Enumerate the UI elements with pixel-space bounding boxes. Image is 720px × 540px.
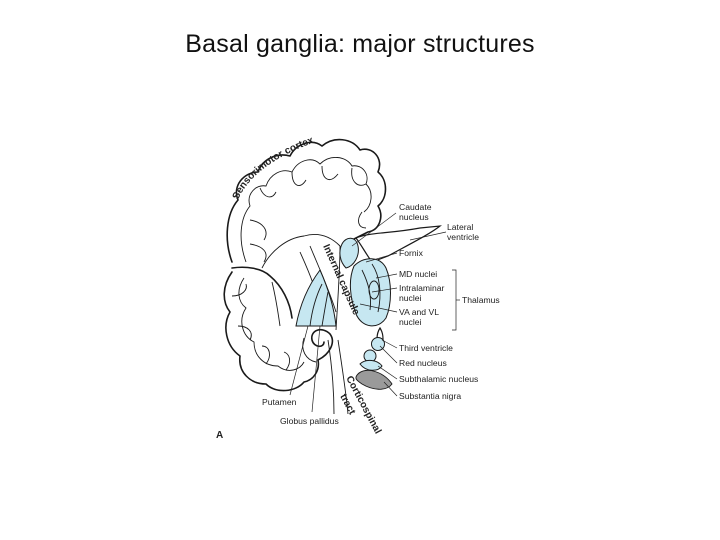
label-intralaminar-1: Intralaminar xyxy=(399,283,445,293)
label-caudate-1: Caudate xyxy=(399,202,432,212)
label-subthalamic-nucleus: Subthalamic nucleus xyxy=(399,374,478,384)
subthalamic-nucleus xyxy=(359,359,383,371)
label-va-vl-2: nuclei xyxy=(399,317,422,327)
label-intralaminar-2: nuclei xyxy=(399,293,422,303)
label-globus-pallidus: Globus pallidus xyxy=(280,416,339,426)
label-md-nuclei: MD nuclei xyxy=(399,269,437,279)
label-sensorimotor-cortex-path: Sensorimotor cortex xyxy=(231,135,316,202)
lentiform-nucleus xyxy=(295,269,337,327)
hemisphere-outline xyxy=(223,138,387,392)
label-putamen: Putamen xyxy=(262,397,297,407)
label-thalamus: Thalamus xyxy=(462,295,500,305)
label-lateral-ventricle-2: ventricle xyxy=(447,232,479,242)
caudate-nucleus xyxy=(339,237,359,269)
label-sensorimotor-cortex: Sensorimotor cortex xyxy=(231,135,316,202)
label-substantia-nigra: Substantia nigra xyxy=(399,391,461,401)
red-nucleus xyxy=(363,337,385,363)
thalamus xyxy=(349,258,391,327)
corticospinal-tract xyxy=(327,339,349,415)
leader-lines xyxy=(289,212,460,413)
label-panel-letter: A xyxy=(216,430,223,441)
label-va-vl-1: VA and VL xyxy=(399,307,439,317)
label-caudate-2: nucleus xyxy=(399,212,429,222)
label-third-ventricle: Third ventricle xyxy=(399,343,453,353)
label-lateral-ventricle-1: Lateral xyxy=(447,222,473,232)
label-red-nucleus: Red nucleus xyxy=(399,358,447,368)
slide-title: Basal ganglia: major structures xyxy=(185,30,535,58)
label-fornix: Fornix xyxy=(399,248,424,258)
substantia-nigra xyxy=(355,370,393,390)
